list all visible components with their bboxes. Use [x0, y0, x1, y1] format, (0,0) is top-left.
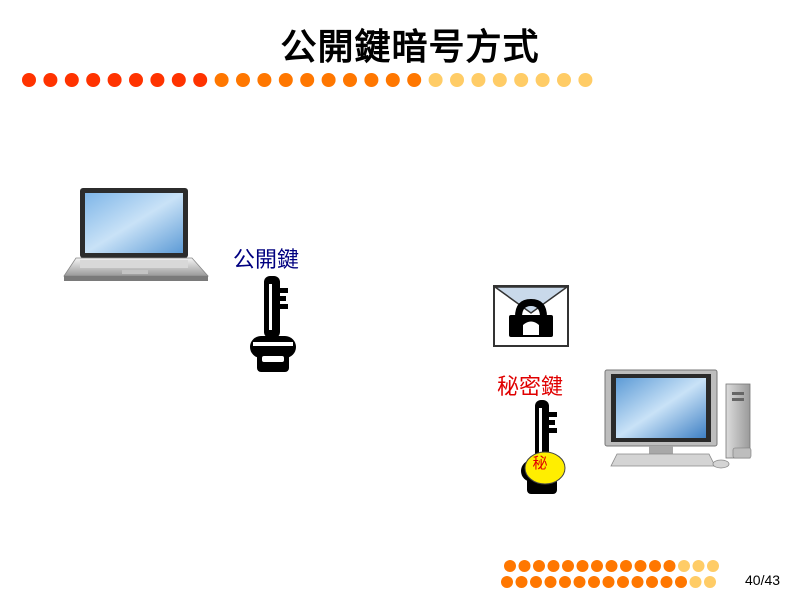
decor-dot — [663, 560, 676, 572]
decor-dot — [631, 576, 644, 588]
decor-dot — [171, 73, 186, 87]
decor-dot — [649, 560, 661, 572]
decor-dot — [501, 576, 513, 588]
encrypted-envelope-icon — [492, 285, 570, 347]
decor-dot — [559, 576, 571, 588]
decor-dot — [321, 73, 336, 87]
decor-dot — [704, 576, 716, 588]
decor-dot — [22, 73, 36, 87]
decor-dot — [407, 73, 422, 87]
decor-dot — [492, 73, 507, 87]
page-number: 40/43 — [745, 572, 781, 588]
decor-dot — [562, 560, 574, 572]
decor-dot — [617, 576, 629, 588]
decor-dot — [86, 73, 101, 87]
decor-dot — [236, 73, 250, 87]
decor-dot — [634, 560, 647, 572]
decor-dot — [385, 73, 400, 87]
decor-dot — [428, 73, 443, 87]
decor-dot — [573, 576, 586, 588]
decor-dot — [557, 73, 571, 87]
public-key-icon — [250, 276, 296, 372]
decor-dot — [591, 560, 603, 572]
desktop-computer-icon — [604, 369, 752, 469]
decor-dot — [530, 576, 542, 588]
decor-dot — [675, 576, 687, 588]
decor-dot — [692, 560, 705, 572]
decor-dot — [660, 576, 673, 588]
decor-dot — [547, 560, 560, 572]
decor-dot — [689, 576, 702, 588]
decor-dot — [193, 73, 208, 87]
decor-dot — [150, 73, 165, 87]
slide-title: 公開鍵暗号方式 — [280, 27, 540, 68]
decor-dot — [64, 73, 79, 87]
decor-dot — [343, 73, 357, 87]
secret-key-icon: 秘 — [521, 400, 566, 494]
decor-dot — [257, 73, 272, 87]
decor-dot — [533, 560, 545, 572]
decor-dot — [43, 73, 58, 87]
decor-dot — [107, 73, 122, 87]
decor-dot — [450, 73, 464, 87]
decor-dot — [605, 560, 618, 572]
decor-dot — [707, 560, 719, 572]
decor-dot — [518, 560, 531, 572]
decor-dot — [514, 73, 529, 87]
decor-dot — [578, 73, 593, 87]
decor-dot — [576, 560, 589, 572]
public-key-label: 公開鍵 — [233, 248, 300, 273]
decor-dot — [471, 73, 486, 87]
decor-dot — [504, 560, 516, 572]
decor-dot — [678, 560, 690, 572]
secret-key-label: 秘密鍵 — [497, 375, 564, 400]
decor-dot — [602, 576, 615, 588]
decor-dot — [588, 576, 600, 588]
decor-dot — [646, 576, 658, 588]
laptop-icon — [63, 188, 209, 281]
decor-dot — [129, 73, 143, 87]
decor-dot — [535, 73, 550, 87]
bottom-dot-decoration — [501, 560, 719, 588]
decor-dot — [515, 576, 528, 588]
decor-dot — [278, 73, 293, 87]
secret-mark: 秘 — [532, 454, 547, 472]
decor-dot — [214, 73, 229, 87]
decor-dot — [364, 73, 379, 87]
decor-dot — [620, 560, 632, 572]
decor-dot — [300, 73, 315, 87]
top-dot-line — [22, 73, 593, 87]
decor-dot — [544, 576, 557, 588]
